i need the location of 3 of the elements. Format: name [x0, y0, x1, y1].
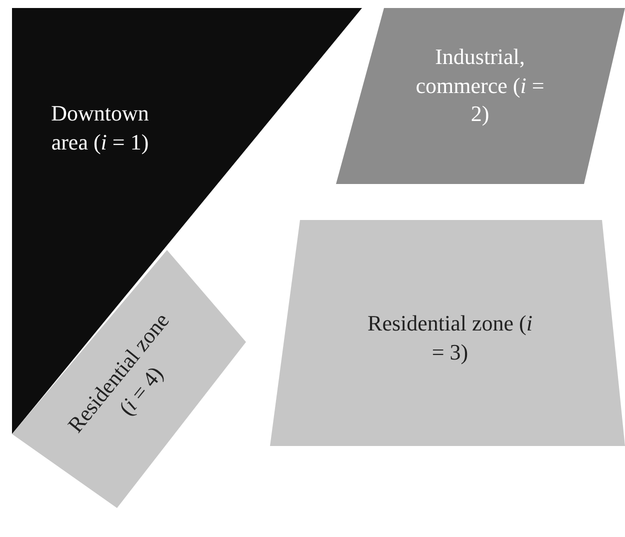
zone-label: Industrial, commerce (i = 2)	[414, 43, 546, 128]
zone-label: Residential zone (i = 3)	[366, 309, 534, 366]
zone-label: Downtown area (i = 1)	[50, 99, 150, 156]
